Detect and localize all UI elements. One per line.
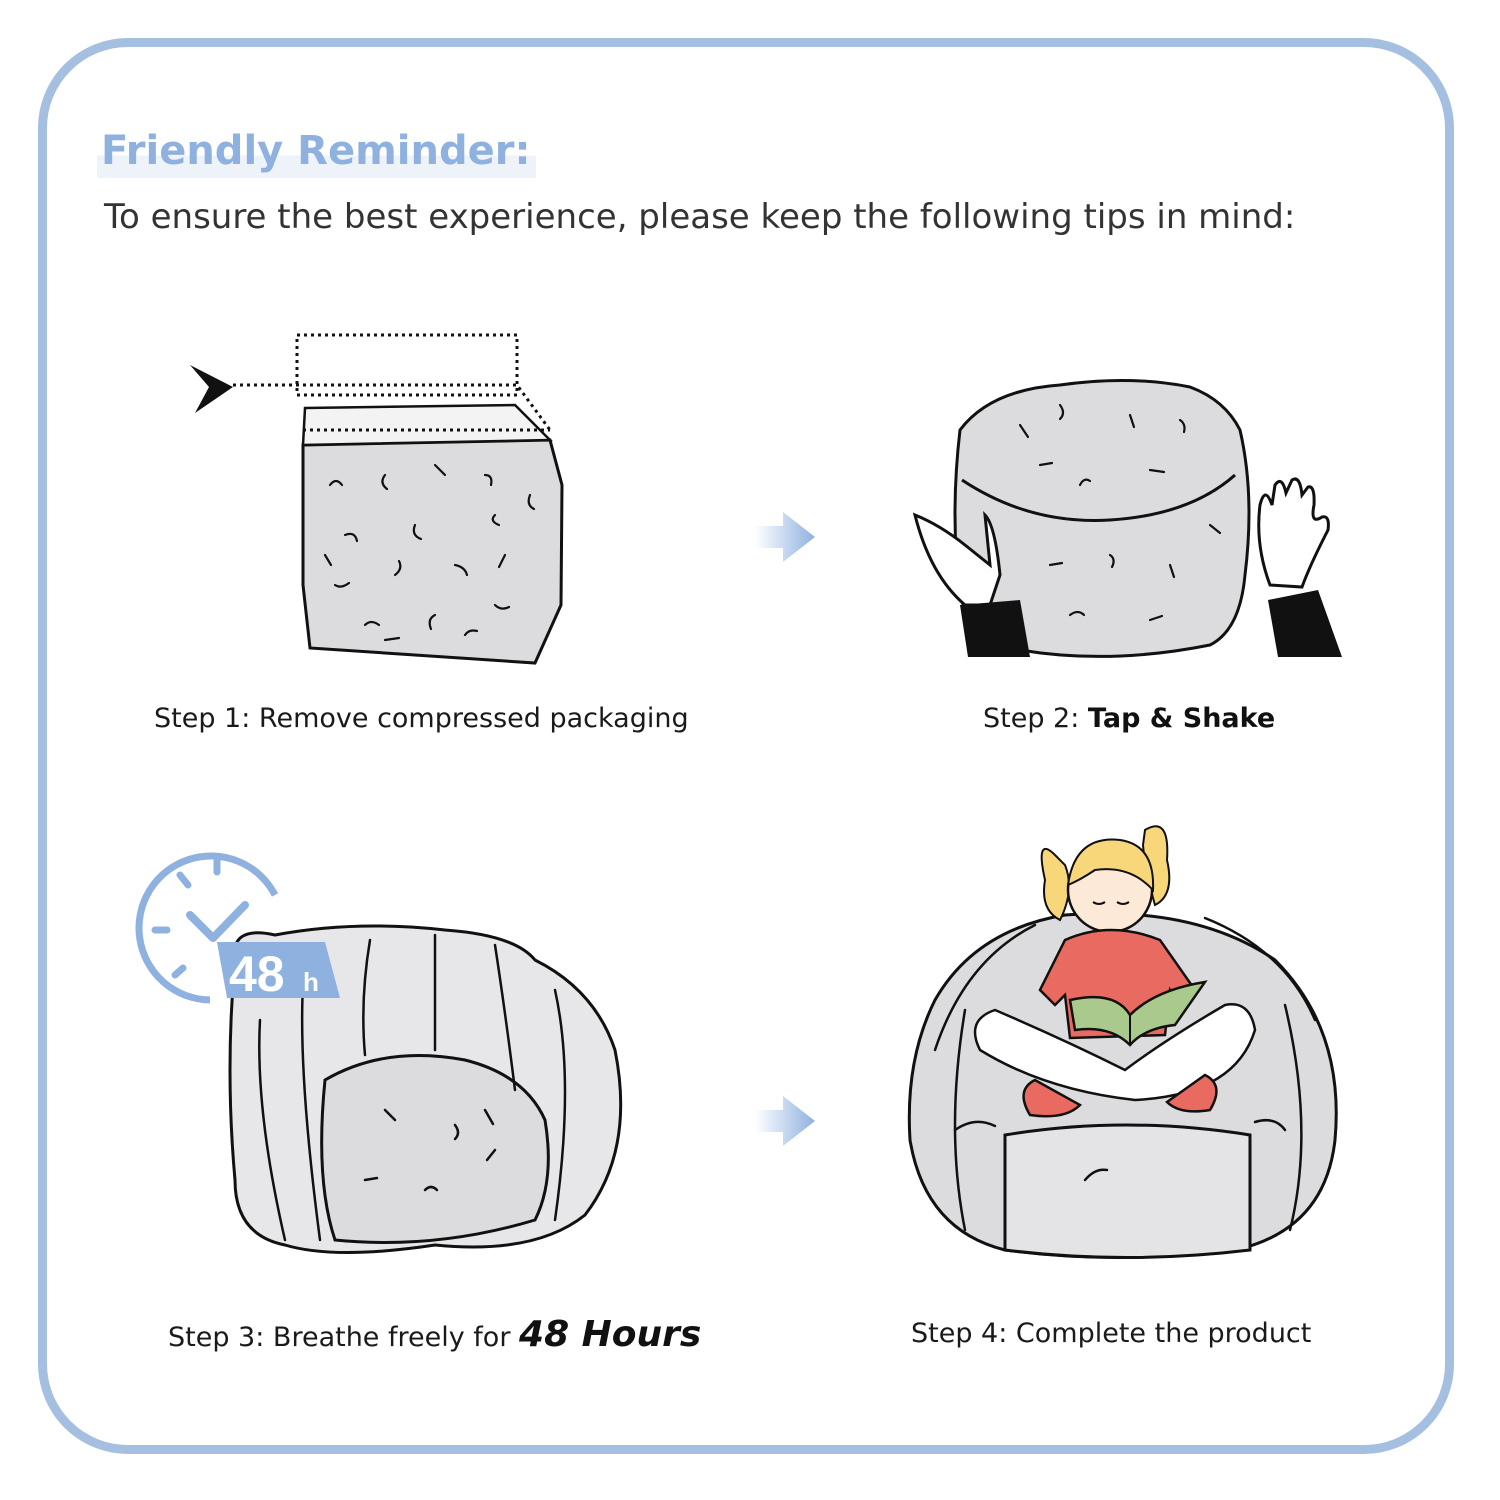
step-2-caption: Step 2: Tap & Shake <box>983 703 1275 734</box>
step-3-caption: Step 3: Breathe freely for 48 Hours <box>168 1314 701 1355</box>
step-1-text: Remove compressed packaging <box>258 703 689 734</box>
arrow-right-icon <box>755 1096 815 1146</box>
compressed-package-illustration <box>190 333 564 665</box>
step-3-text: Breathe freely for <box>272 1322 520 1353</box>
step-2-emphasis: Tap & Shake <box>1087 703 1276 734</box>
step-4-text: Complete the product <box>1015 1318 1312 1349</box>
step-4-prefix: Step 4: <box>911 1318 1016 1349</box>
page-title: Friendly Reminder: <box>97 128 537 178</box>
arrow-right-icon <box>755 512 815 562</box>
step-4-caption: Step 4: Complete the product <box>911 1318 1311 1349</box>
step-1-prefix: Step 1: <box>154 703 259 734</box>
girl-reading-bean-bag-illustration <box>907 825 1338 1259</box>
timer-badge-number: 48 <box>229 946 285 1002</box>
expanding-chair-illustration: 48 h <box>135 852 623 1254</box>
tap-shake-illustration <box>912 378 1342 658</box>
step-3-emphasis: 48 Hours <box>519 1314 702 1355</box>
card-frame <box>38 38 1454 1454</box>
timer-badge-unit: h <box>303 967 319 997</box>
step-2-prefix: Step 2: <box>983 703 1088 734</box>
step-3-prefix: Step 3: <box>168 1322 273 1353</box>
page-subtitle: To ensure the best experience, please ke… <box>104 197 1296 237</box>
step-1-caption: Step 1: Remove compressed packaging <box>154 703 689 734</box>
